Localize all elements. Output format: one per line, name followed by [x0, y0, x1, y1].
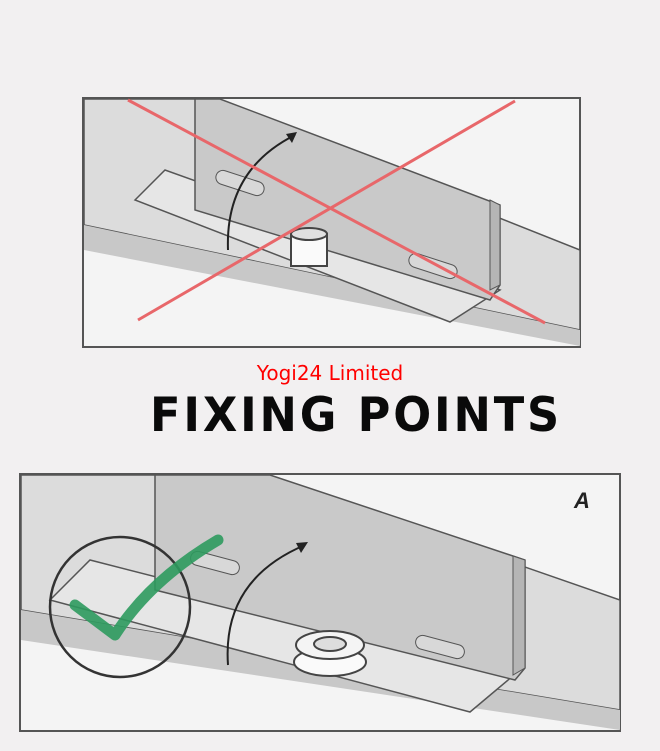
panel-label: A: [574, 488, 590, 513]
brand-watermark: Yogi24 Limited: [256, 361, 404, 385]
page-title: FIXING POINTS: [150, 388, 563, 443]
green-check-icon: [69, 534, 224, 641]
red-cross-icon: [127, 98, 546, 325]
incorrect-fixing-panel: [82, 97, 581, 348]
correct-fixing-panel: [19, 473, 621, 732]
